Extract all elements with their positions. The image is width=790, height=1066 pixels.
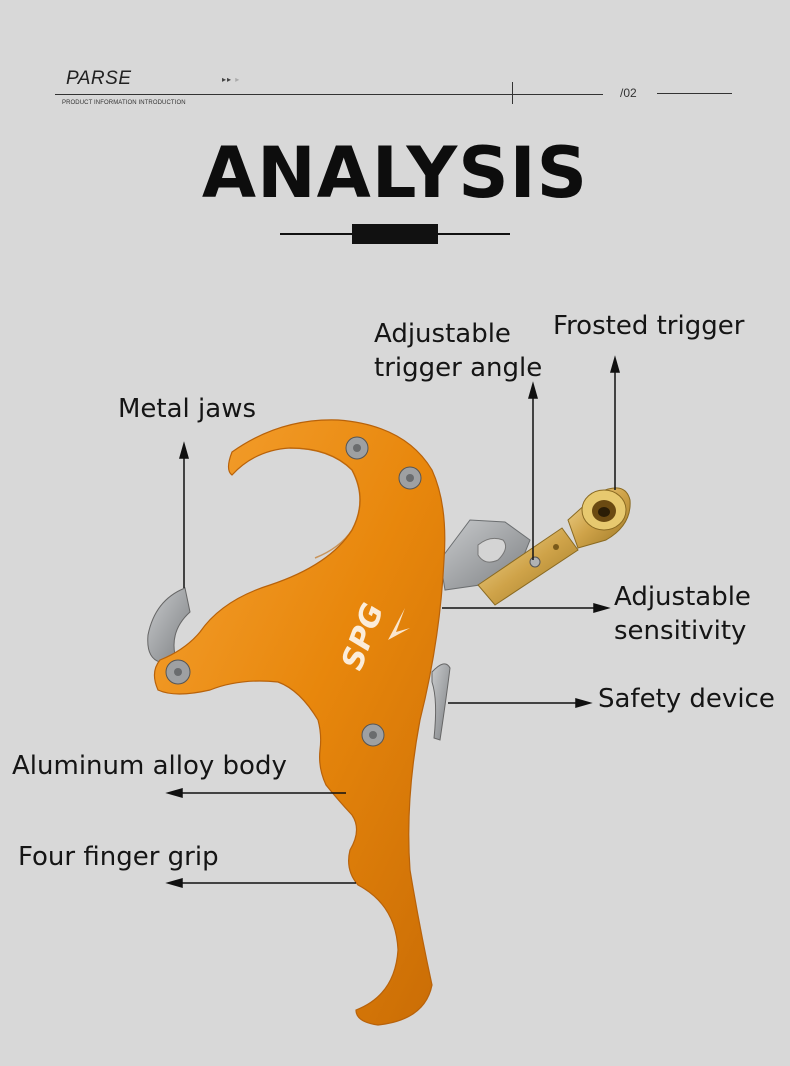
label-adjustable-sensitivity-line1: Adjustable (614, 582, 751, 612)
metal-jaw (147, 587, 191, 663)
section-title: PARSE (66, 68, 132, 89)
arrow-head-icon (528, 381, 538, 399)
screw-icon (345, 436, 369, 460)
header-tick (512, 82, 513, 104)
header-right-divider (657, 93, 732, 94)
page-title: ANALYSIS (201, 132, 589, 214)
page-number: /02 (620, 86, 637, 100)
header-divider (55, 94, 603, 95)
arrow-head-icon (575, 698, 593, 708)
double-arrow-icon: ▸▸ ▸ (222, 75, 241, 84)
arrow-head-icon (179, 441, 189, 459)
label-adjustable-trigger-angle-line2: trigger angle (374, 353, 543, 383)
label-aluminum-alloy-body: Aluminum alloy body (12, 751, 287, 781)
arrow-head-icon (165, 878, 183, 888)
aluminum-body (153, 419, 446, 1026)
screw-icon (398, 466, 422, 490)
section-subtitle: PRODUCT INFORMATION INTRODUCTION (62, 100, 186, 106)
safety-device (431, 663, 451, 741)
label-adjustable-sensitivity-line2: sensitivity (614, 616, 747, 646)
label-frosted-trigger: Frosted trigger (553, 311, 745, 341)
label-four-finger-grip: Four finger grip (18, 842, 219, 872)
screw-icon (361, 723, 385, 747)
label-safety-device: Safety device (598, 684, 775, 714)
label-metal-jaws: Metal jaws (118, 394, 257, 424)
arrow-head-icon (610, 355, 620, 373)
arrow-head-icon (593, 603, 611, 613)
title-underline-bar (352, 224, 438, 244)
frosted-trigger (477, 487, 631, 606)
screw-icon (165, 659, 191, 685)
label-adjustable-trigger-angle-line1: Adjustable (374, 319, 511, 349)
arrow-head-icon (165, 788, 183, 798)
